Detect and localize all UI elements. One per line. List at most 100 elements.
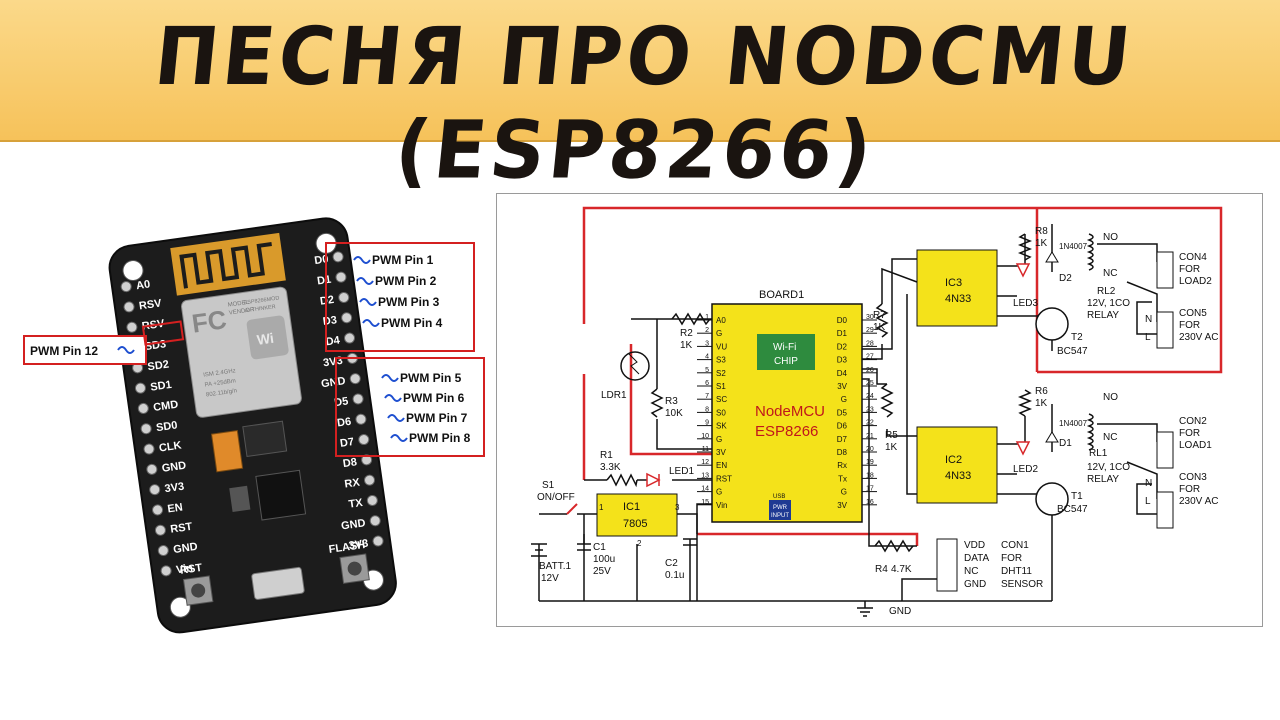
- board-pin-label: D3: [322, 314, 338, 328]
- mcu-pin-label: EN: [716, 461, 727, 470]
- pin-hole: [157, 545, 169, 557]
- mcu-pin-label: Tx: [838, 474, 847, 483]
- mcu-pin-label: SC: [716, 395, 727, 404]
- wave-icon: [390, 434, 408, 442]
- pin-hole: [126, 321, 138, 333]
- mcu-pin-number: 21: [866, 433, 874, 440]
- mcu-pin-label: A0: [716, 316, 726, 325]
- svg-text:SENSOR: SENSOR: [1001, 579, 1043, 590]
- mcu-pin-number: 14: [701, 486, 709, 493]
- svg-text:ESP8266: ESP8266: [755, 423, 818, 440]
- pin-hole: [338, 291, 350, 303]
- board-pin-label: SD0: [155, 419, 178, 434]
- wave-icon: [356, 277, 374, 285]
- board-pin-label: CMD: [153, 399, 180, 414]
- board-pin-label: GND: [320, 375, 346, 390]
- svg-text:L: L: [1145, 332, 1151, 343]
- svg-text:FOR: FOR: [1179, 428, 1200, 439]
- svg-text:12V, 1CO: 12V, 1CO: [1087, 462, 1130, 473]
- pin-hole: [149, 484, 161, 496]
- ic2-optocoupler: [916, 426, 998, 504]
- board-pin-label: RST: [170, 521, 194, 536]
- pin-hole: [160, 565, 172, 577]
- pwm-pin-12-label: PWM Pin 12: [30, 344, 98, 358]
- usb-port: [251, 566, 305, 600]
- mcu-pin-label: 3V: [837, 501, 847, 510]
- board-pin-label: GND: [340, 517, 366, 532]
- svg-text:R8: R8: [1035, 226, 1048, 237]
- board-pin-label: Vin: [175, 562, 194, 576]
- mcu-pin-label: G: [716, 435, 722, 444]
- svg-text:L: L: [1145, 496, 1151, 507]
- mcu-pin-number: 5: [705, 367, 709, 374]
- r8-resistor: [1017, 233, 1033, 261]
- svg-text:GND: GND: [889, 606, 911, 617]
- svg-text:T2: T2: [1071, 332, 1083, 343]
- mcu-pin-number: 6: [705, 380, 709, 387]
- pwr-input-block: [769, 500, 791, 520]
- svg-text:ON/OFF: ON/OFF: [537, 492, 575, 503]
- board-pin-label: D5: [334, 395, 350, 409]
- mcu-pin-number: 18: [866, 472, 874, 479]
- pin-hole: [140, 423, 152, 435]
- svg-text:1K: 1K: [1035, 238, 1048, 249]
- mcu-pin-number: 1: [705, 314, 709, 321]
- pin-hole: [361, 454, 373, 466]
- board-pin-label: D8: [342, 456, 358, 470]
- pin-hole: [341, 312, 353, 324]
- ground-icon: [857, 601, 873, 617]
- svg-text:INPUT: INPUT: [771, 513, 789, 519]
- svg-text:D2: D2: [1059, 273, 1072, 284]
- pin-hole: [134, 382, 146, 394]
- board-pin-label: D7: [339, 436, 355, 450]
- svg-text:BATT.1: BATT.1: [539, 561, 571, 572]
- mcu-pin-label: D6: [837, 422, 848, 431]
- mcu-pin-number: 27: [866, 354, 874, 361]
- t1-transistor: [1035, 482, 1069, 516]
- mcu-pin-number: 24: [866, 393, 874, 400]
- mcu-pin-label: D5: [837, 408, 848, 417]
- pwm-pin-label: PWM Pin 1: [372, 253, 434, 267]
- pin-hole: [355, 413, 367, 425]
- board-pin-label: D6: [336, 416, 352, 430]
- mcu-pin-label: D0: [837, 316, 848, 325]
- mcu-pin-number: 26: [866, 367, 874, 374]
- mcu-pin-number: 28: [866, 340, 874, 347]
- pin-hole: [332, 251, 344, 263]
- fc-mark: FC: [190, 304, 229, 339]
- mcu-pin-label: D7: [837, 435, 848, 444]
- mcu-pin-number: 8: [705, 406, 709, 413]
- pin-hole: [137, 402, 149, 414]
- svg-text:4.7K: 4.7K: [891, 564, 912, 575]
- mcu-pin-label: Rx: [837, 461, 847, 470]
- mcu-pin-label: G: [716, 329, 722, 338]
- mcu-pin-label: RST: [716, 474, 732, 483]
- mcu-pin-label: S0: [716, 408, 726, 417]
- con1-dht-connector: [936, 538, 958, 592]
- svg-text:DATA: DATA: [964, 553, 990, 564]
- mcu-pin-number: 19: [866, 459, 874, 466]
- mcu-pin-label: S3: [716, 356, 726, 365]
- pwm-pin-label: PWM Pin 4: [381, 316, 443, 330]
- svg-text:R6: R6: [1035, 386, 1048, 397]
- switch-icon: [566, 503, 578, 515]
- banner-title: ПЕСНЯ ПРО NODCMU (ESP8266): [150, 9, 1139, 197]
- svg-text:AI-THINKER: AI-THINKER: [244, 304, 276, 314]
- svg-text:IC1: IC1: [623, 501, 640, 513]
- ic3-optocoupler: [916, 249, 998, 327]
- svg-text:FOR: FOR: [1179, 484, 1200, 495]
- svg-text:N: N: [1145, 478, 1152, 489]
- mcu-pin-number: 23: [866, 406, 874, 413]
- wave-icon: [384, 394, 402, 402]
- mcu-pin-number: 7: [705, 393, 709, 400]
- mcu-pin-number: 9: [705, 420, 709, 427]
- svg-text:1K: 1K: [885, 442, 898, 453]
- board-pin-label: A0: [135, 278, 151, 292]
- svg-text:PWR: PWR: [773, 505, 788, 511]
- rl2-coil: [1086, 233, 1094, 271]
- pin-hole: [123, 301, 135, 313]
- board-pin-label: EN: [167, 501, 184, 515]
- mcu-pin-label: 3V: [837, 382, 847, 391]
